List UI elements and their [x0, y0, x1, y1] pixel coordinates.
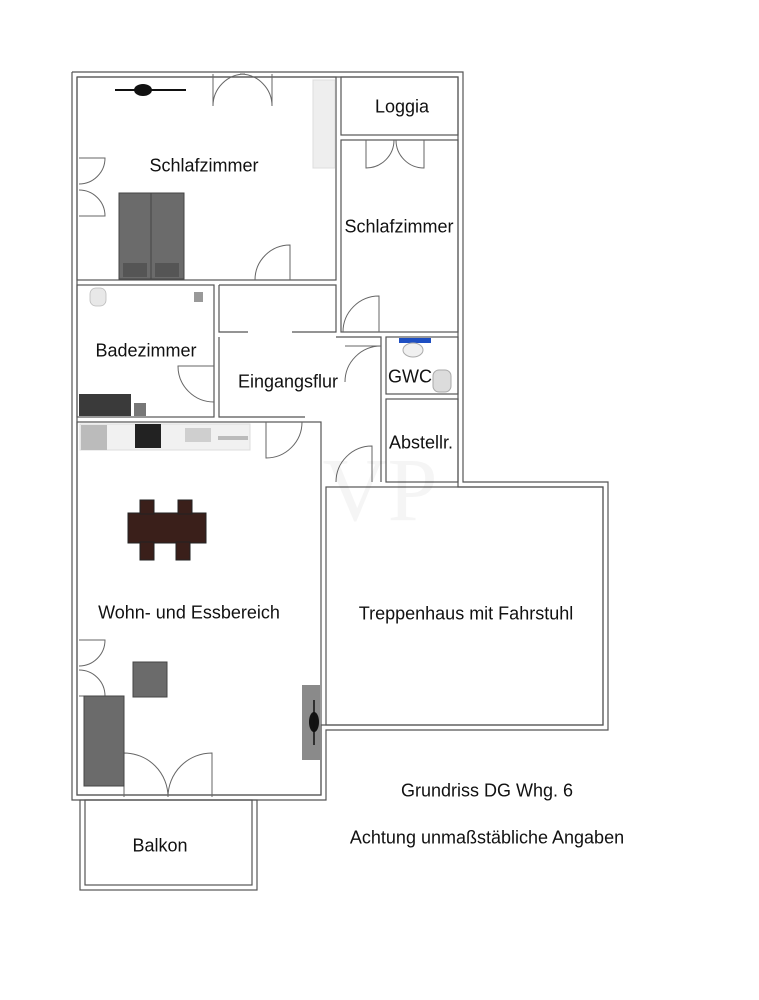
- room-label-abstellraum: Abstellr.: [388, 432, 454, 453]
- schlafzimmer-1-walls: [76, 76, 337, 281]
- schlafzimmer-2-walls: [340, 139, 459, 333]
- wohnbereich-walls: [76, 421, 322, 796]
- loggia-walls: [340, 76, 459, 136]
- room-label-balkon: Balkon: [132, 835, 188, 856]
- wardrobe: [312, 79, 336, 169]
- kitchen-counter: [79, 423, 251, 451]
- flur-walls: [219, 284, 337, 333]
- ceiling-fan-icon: [115, 84, 186, 96]
- scale-disclaimer: Achtung unmaßstäbliche Angaben: [349, 827, 625, 848]
- room-label-wohnbereich: Wohn- und Essbereich: [98, 602, 280, 623]
- room-label-treppenhaus: Treppenhaus mit Fahrstuhl: [358, 603, 574, 624]
- badezimmer-walls: [76, 284, 215, 418]
- room-label-gwc: GWC: [388, 366, 432, 387]
- room-label-badezimmer: Badezimmer: [95, 340, 197, 361]
- dining-table-icon: [127, 499, 207, 561]
- sofa-icon: [83, 695, 125, 787]
- tv-icon: [302, 685, 320, 760]
- doors: [78, 73, 425, 798]
- treppenhaus-walls: [325, 486, 604, 726]
- bathroom-fixtures: [79, 287, 203, 416]
- room-label-schlafzimmer-2: Schlafzimmer: [344, 216, 454, 237]
- gwc-walls: [385, 336, 459, 395]
- abstellraum-walls: [385, 398, 459, 483]
- room-label-loggia: Loggia: [374, 96, 430, 117]
- armchair-icon: [132, 661, 168, 698]
- plan-title: Grundriss DG Whg. 6: [400, 780, 574, 801]
- bed-icon: [118, 192, 185, 280]
- watermark: VP: [322, 441, 437, 540]
- room-label-schlafzimmer-1: Schlafzimmer: [149, 155, 259, 176]
- toilet-icon: [399, 338, 452, 393]
- room-label-eingangsflur: Eingangsflur: [237, 371, 339, 392]
